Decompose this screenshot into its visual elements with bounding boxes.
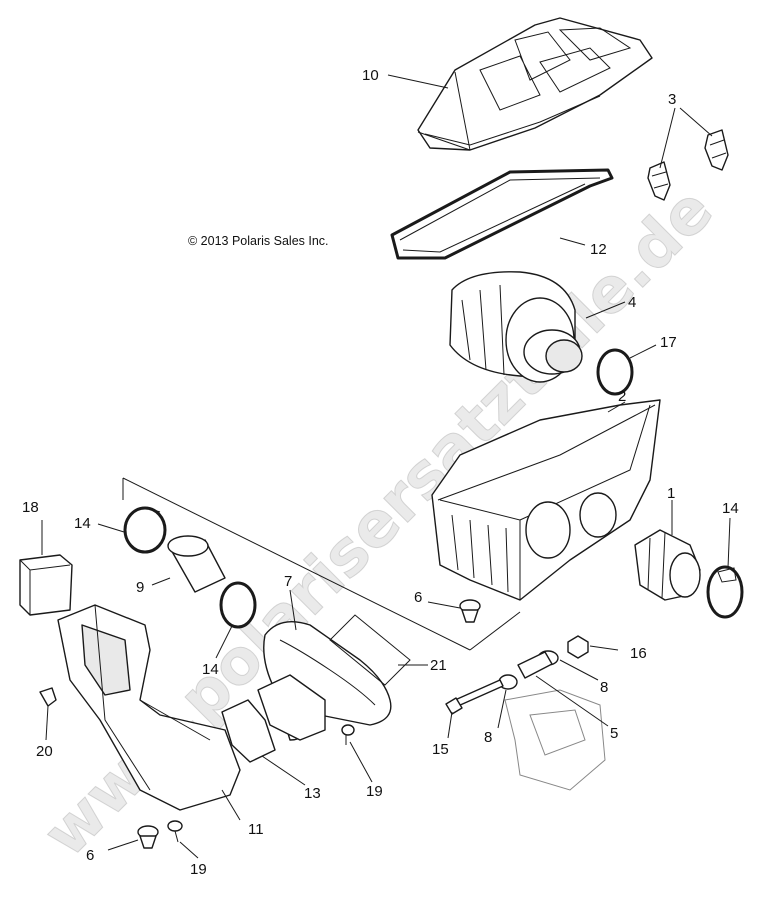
part-6-grommet-upper [459,599,481,623]
callout-numbers: 10 3 12 4 17 2 1 14 18 14 9 7 6 16 14 21… [22,67,739,878]
callout-20: 20 [36,743,53,760]
callout-6-upper: 6 [414,589,422,606]
part-9-sleeve [167,535,226,593]
callout-11: 11 [248,821,264,838]
part-19-screw-middle [341,724,355,745]
part-10-airbox-cover [417,17,653,151]
callout-18: 18 [22,499,39,516]
callout-12: 12 [590,241,607,258]
part-16-nut [567,635,589,659]
callout-3: 3 [668,91,676,108]
callout-4: 4 [628,294,636,311]
callout-14-left: 14 [74,515,91,532]
callout-14-right: 14 [722,500,739,517]
part-13-duct-adapter [221,674,326,763]
callout-9: 9 [136,579,144,596]
callout-15: 15 [432,741,449,758]
callout-21: 21 [430,657,447,674]
part-6-grommet-lower [137,825,159,849]
part-1-intake-boot [634,529,701,601]
part-21-label-sticker [329,614,411,686]
guide-line-left [122,477,471,651]
callout-6-lower: 6 [86,847,94,864]
callout-5: 5 [610,725,618,742]
callout-13: 13 [304,785,321,802]
part-2-airbox-housing [431,399,661,601]
callout-17: 17 [660,334,677,351]
part-18-prefilter [19,554,73,616]
mounting-bracket [504,689,606,791]
callout-7: 7 [284,573,292,590]
part-15-bolt [445,679,504,715]
leader-lines [41,74,731,859]
part-3-clips [647,129,729,201]
callout-1: 1 [667,485,675,502]
callout-19-middle: 19 [366,783,383,800]
callout-8-upper: 8 [600,679,608,696]
part-5-bushing [517,651,553,679]
part-20-plug [39,687,57,707]
part-12-seal [390,168,614,260]
part-14-hose-clamp-right [706,565,744,619]
part-4-air-filter [449,271,583,383]
part-14-hose-clamp-left [123,506,167,554]
callout-14-middle: 14 [202,661,219,678]
callout-19-lower: 19 [190,861,207,878]
guide-line-right [469,611,521,651]
copyright-notice: © 2013 Polaris Sales Inc. [188,234,329,248]
part-17-clamp-ring [596,348,634,396]
callout-16: 16 [630,645,647,662]
part-19-screw-lower [167,820,183,843]
part-11-intake-snorkel [57,604,241,811]
callout-2: 2 [618,388,626,405]
callout-10: 10 [362,67,379,84]
callout-8-lower: 8 [484,729,492,746]
part-14-hose-clamp-middle [219,581,257,629]
